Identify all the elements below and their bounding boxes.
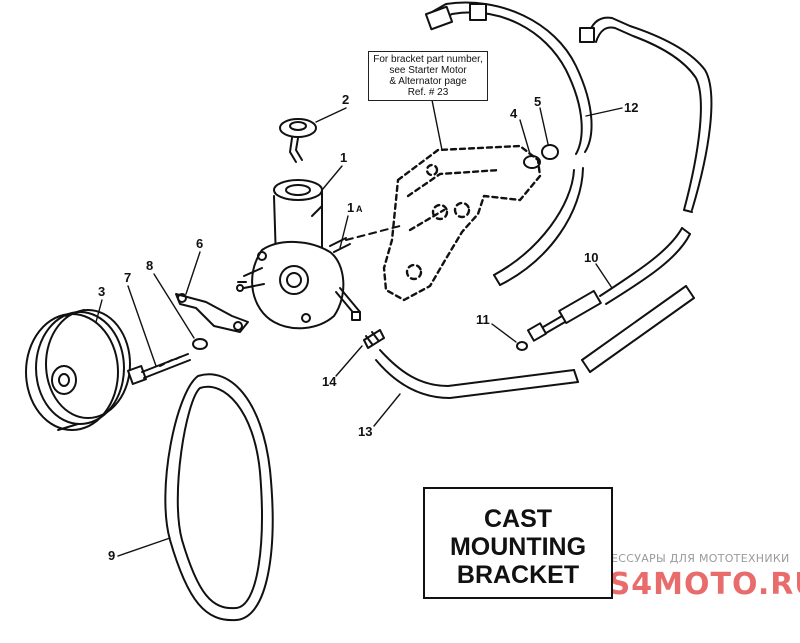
label-line-1: CAST [483,505,553,533]
mounting-stud-dashed-line [345,225,401,241]
callout-8: 8 [146,258,153,273]
note-line-3: & Alternator page [389,76,467,87]
callout-3: 3 [98,284,105,299]
note-line-4: Ref. # 23 [407,87,449,98]
callout-2: 2 [342,92,349,107]
callout-7: 7 [124,270,131,285]
cast-mounting-bracket-label: CAST MOUNTING BRACKET [423,487,613,599]
callout-1: 1 [340,150,347,165]
callout-1a-suffix: A [356,204,363,214]
nut-5 [541,144,559,160]
callout-11: 11 [476,312,490,327]
fitting [363,329,385,349]
label-line-2: MOUNTING [449,533,587,561]
bolt [127,353,191,385]
drive-belt [164,373,274,622]
hose-12 [424,1,593,286]
pulley [25,309,131,431]
cast-mounting-bracket [382,144,542,302]
callout-4: 4 [510,106,518,121]
bracket-reference-note: For bracket part number, see Starter Mot… [368,51,488,101]
washer-4 [523,155,541,169]
callout-6: 6 [196,236,203,251]
hose-return-upper [579,16,713,213]
note-line-1: For bracket part number, [373,54,483,65]
washer [192,338,208,350]
callout-13: 13 [358,424,372,439]
callout-1a: 1 [347,200,354,215]
callout-14: 14 [322,374,337,389]
power-steering-pump [236,179,361,330]
callout-9: 9 [108,548,115,563]
filler-cap [279,118,317,163]
label-line-3: BRACKET [456,561,580,589]
brace [175,293,249,333]
callout-12: 12 [624,100,638,115]
callout-5: 5 [534,94,541,109]
hose-10 [526,227,691,342]
note-line-2: see Starter Motor [389,65,467,76]
hose-13 [375,285,695,399]
o-ring [516,341,528,351]
callout-10: 10 [584,250,598,265]
leader-lines [95,99,623,557]
